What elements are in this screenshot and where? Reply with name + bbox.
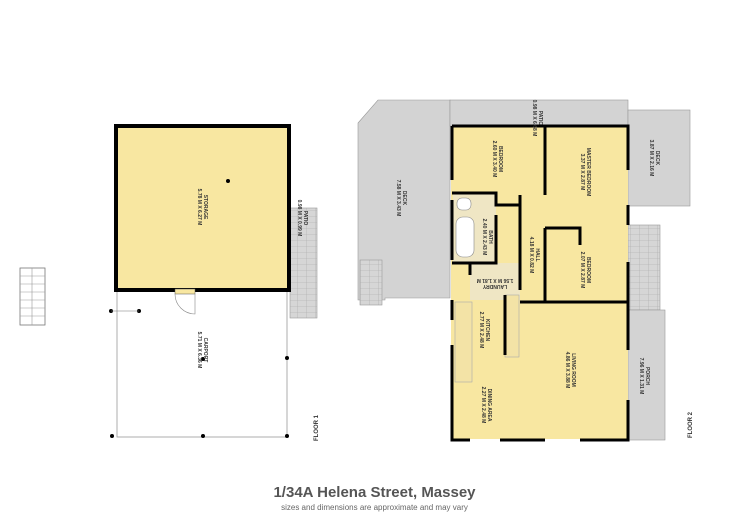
carport xyxy=(116,289,288,438)
kitchen-island xyxy=(504,294,520,358)
floor-2: BEDROOM2.60 M X 3.40 M MASTER BEDROOM3.3… xyxy=(357,99,694,442)
laundry-room xyxy=(470,263,520,300)
svg-text:MASTER BEDROOM3.37 M X 2.87 M: MASTER BEDROOM3.37 M X 2.87 M xyxy=(579,148,591,197)
svg-text:KITCHEN2.77 M X 2.48 M: KITCHEN2.77 M X 2.48 M xyxy=(478,312,490,349)
bath-name: BATH xyxy=(487,230,493,244)
master-name: MASTER BEDROOM xyxy=(585,148,591,197)
bedroom1-name: BEDROOM xyxy=(497,146,503,172)
patio-dims: 0.98 M X 0.99 M xyxy=(296,200,302,237)
hall-dims: 4.18 M X 0.82 M xyxy=(528,237,534,274)
porch-dims: 7.96 M X 1.31 M xyxy=(638,358,644,395)
floor-2-label: FLOOR 2 xyxy=(688,411,694,438)
svg-text:DECK7.58 M X 3.43 M: DECK7.58 M X 3.43 M xyxy=(395,180,407,217)
deck-left-dims: 7.58 M X 3.43 M xyxy=(395,180,401,217)
svg-text:HALL4.18 M X 0.82 M: HALL4.18 M X 0.82 M xyxy=(528,237,540,274)
svg-text:BEDROOM2.07 M X 2.87 M: BEDROOM2.07 M X 2.87 M xyxy=(579,252,591,289)
hall-name: HALL xyxy=(534,248,540,261)
svg-text:DECK3.87 M X 2.16 M: DECK3.87 M X 2.16 M xyxy=(648,140,660,177)
patio-top-dims: 0.98 M X 6.68 M xyxy=(531,100,537,137)
living-dims: 4.86 M X 3.88 M xyxy=(564,352,570,389)
deck-right xyxy=(627,109,691,207)
stair-object xyxy=(19,267,46,326)
steps-left xyxy=(359,259,383,306)
svg-text:BATH2.40 M X 2.43 M: BATH2.40 M X 2.43 M xyxy=(481,219,493,256)
porch xyxy=(627,309,666,441)
patio-steps xyxy=(289,207,318,319)
patio-top-name: PATIO xyxy=(537,111,543,126)
bedroom1-dims: 2.60 M X 3.40 M xyxy=(491,141,497,178)
carport-dims: 5.71 M X 6.36 M xyxy=(196,332,202,369)
living-name: LIVING ROOM xyxy=(570,353,576,387)
storage-name: STORAGE xyxy=(202,195,208,220)
storage-door xyxy=(174,288,196,295)
dining-name: DINING AREA xyxy=(486,389,492,422)
kitchen-bench xyxy=(454,301,473,383)
dining-dims: 2.27 M X 2.48 M xyxy=(480,387,486,424)
svg-text:BEDROOM2.60 M X 3.40 M: BEDROOM2.60 M X 3.40 M xyxy=(491,141,503,178)
svg-text:LIVING ROOM4.86 M X 3.88 M: LIVING ROOM4.86 M X 3.88 M xyxy=(564,352,576,389)
disclaimer: sizes and dimensions are approximate and… xyxy=(281,503,468,512)
toilet xyxy=(456,197,472,211)
bath-dims: 2.40 M X 2.43 M xyxy=(481,219,487,256)
svg-text:PORCH7.96 M X 1.31 M: PORCH7.96 M X 1.31 M xyxy=(638,358,650,395)
deck-left-name: DECK xyxy=(401,191,407,206)
kitchen-dims: 2.77 M X 2.48 M xyxy=(478,312,484,349)
deck-right-dims: 3.87 M X 2.16 M xyxy=(648,140,654,177)
storage-room xyxy=(114,124,291,292)
porch-name: PORCH xyxy=(644,367,650,385)
steps-right xyxy=(627,224,661,311)
kitchen-name: KITCHEN xyxy=(484,319,490,342)
walls xyxy=(450,124,630,442)
property-address: 1/34A Helena Street, Massey xyxy=(273,484,476,501)
bedroom2-dims: 2.07 M X 2.87 M xyxy=(579,252,585,289)
deck-right-name: DECK xyxy=(654,151,660,166)
bedroom2-name: BEDROOM xyxy=(585,257,591,283)
laundry-name: LAUNDRY xyxy=(482,283,507,289)
svg-text:CARPORT5.71 M X 6.36 M: CARPORT5.71 M X 6.36 M xyxy=(196,332,208,369)
floor-1: STORAGE5.78 M X 6.27 M PATIO0.98 M X 0.9… xyxy=(19,124,320,441)
floor-1-label: FLOOR 1 xyxy=(314,414,320,441)
bathtub xyxy=(455,216,475,258)
laundry-dims: 1.56 M X 1.81 M xyxy=(477,277,514,283)
svg-text:LAUNDRY1.56 M X 1.81 M: LAUNDRY1.56 M X 1.81 M xyxy=(477,277,514,289)
svg-text:PATIO0.98 M X 6.68 M: PATIO0.98 M X 6.68 M xyxy=(531,100,543,137)
svg-text:PATIO0.98 M X 0.99 M: PATIO0.98 M X 0.99 M xyxy=(296,200,308,237)
storage-dims: 5.78 M X 6.27 M xyxy=(196,189,202,226)
master-dims: 3.37 M X 2.87 M xyxy=(579,154,585,191)
svg-text:STORAGE5.78 M X 6.27 M: STORAGE5.78 M X 6.27 M xyxy=(196,189,208,226)
carport-name: CARPORT xyxy=(202,338,208,363)
svg-text:DINING AREA2.27 M X 2.48 M: DINING AREA2.27 M X 2.48 M xyxy=(480,387,492,424)
patio-top xyxy=(449,99,629,127)
patio-name: PATIO xyxy=(302,211,308,226)
